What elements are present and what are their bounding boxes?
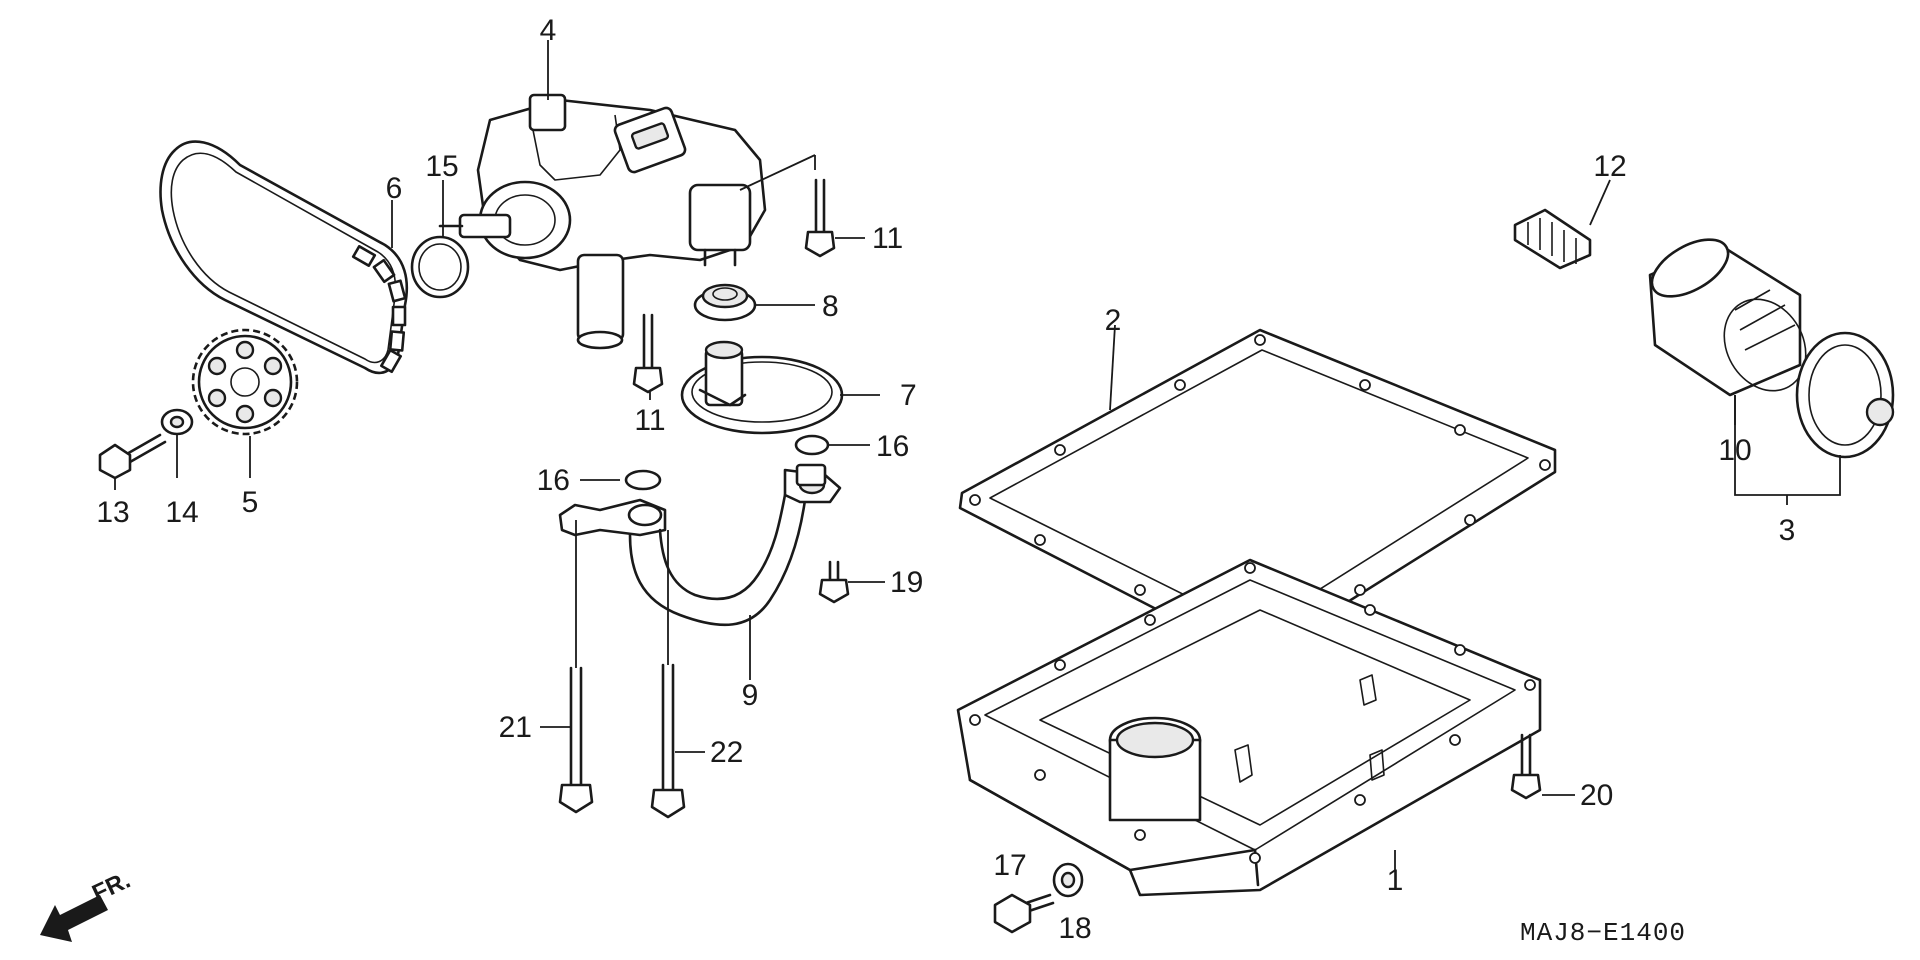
bolt-11-upper [804, 178, 836, 258]
oil-seal-8 [693, 283, 757, 322]
callout-11-lower: 11 [634, 404, 665, 437]
drain-bolt-17 [993, 893, 1055, 934]
callout-12: 12 [1593, 150, 1626, 183]
oil-filter-cover [1795, 331, 1895, 459]
oil-pipe-9 [558, 463, 842, 627]
callout-numbers: 1 2 3 4 5 6 7 8 9 10 11 11 12 13 14 15 1… [96, 14, 1795, 948]
callout-7: 7 [900, 379, 917, 412]
filter-union-bolt-12 [1513, 208, 1592, 270]
bolt-19 [818, 560, 850, 604]
bolt-11-lower [632, 313, 664, 394]
callout-19: 19 [890, 566, 923, 599]
sealing-washer-18 [1052, 862, 1084, 898]
bolt-22 [650, 663, 686, 819]
callout-8: 8 [822, 290, 839, 323]
callout-21: 21 [499, 711, 532, 744]
callout-3: 3 [1779, 514, 1796, 547]
washer-14 [160, 408, 194, 436]
oil-pan-1 [956, 558, 1542, 897]
oil-filter-10 [1648, 238, 1807, 397]
callout-5: 5 [242, 486, 259, 519]
leader-lines [114, 40, 1841, 870]
oil-pump-sprocket [191, 328, 299, 436]
callout-14: 14 [165, 496, 198, 529]
oil-strainer-7 [680, 340, 844, 435]
callout-10: 10 [1718, 434, 1751, 467]
callout-16-right: 16 [876, 430, 909, 463]
callout-20: 20 [1580, 779, 1613, 812]
o-ring-15 [410, 235, 470, 299]
callout-17: 17 [993, 849, 1026, 882]
cam-chain [159, 140, 409, 375]
front-direction-arrow: FR. [40, 867, 135, 942]
callout-22: 22 [710, 736, 743, 769]
callout-4: 4 [540, 14, 557, 47]
callout-16-left: 16 [537, 464, 570, 497]
callout-18: 18 [1058, 912, 1091, 945]
bolt-13 [98, 433, 167, 480]
diagram-code: MAJ8−E1400 [1520, 918, 1686, 948]
callout-6: 6 [386, 172, 403, 205]
callout-9: 9 [742, 679, 759, 712]
o-ring-16-left [624, 469, 662, 491]
callout-15: 15 [425, 150, 458, 183]
oil-pump-assembly [438, 93, 767, 350]
bolt-20 [1510, 733, 1542, 800]
oil-pan-gasket-2 [958, 328, 1557, 662]
callout-2: 2 [1105, 304, 1122, 337]
callout-13: 13 [96, 496, 129, 529]
callout-11-upper: 11 [872, 222, 903, 255]
chain-links [351, 245, 407, 374]
bolt-21 [558, 666, 594, 814]
callout-1: 1 [1387, 864, 1404, 897]
o-ring-16-right [794, 434, 830, 456]
